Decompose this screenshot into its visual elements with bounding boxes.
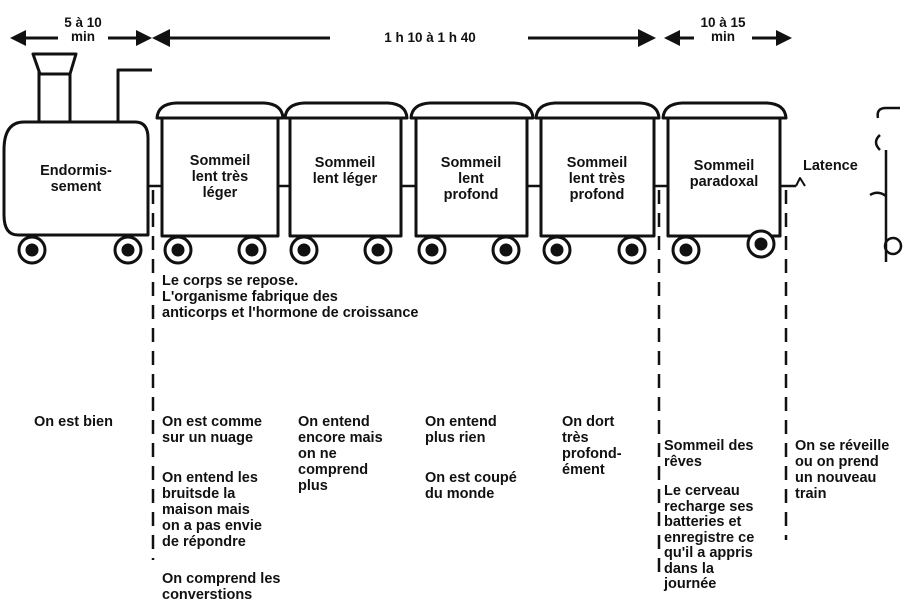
car-label-lent-tres-profond: Sommeil lent très profond: [543, 155, 651, 203]
desc-paradoxal-1: Sommeil des rêves: [664, 438, 753, 470]
car-label-lent-profond: Sommeil lent profond: [418, 155, 524, 203]
desc-lent-profond-2: On est coupé du monde: [425, 470, 517, 502]
desc-endormissement: On est bien: [34, 414, 113, 430]
duration-label-lent: 1 h 10 à 1 h 40: [340, 31, 520, 45]
desc-lent-leger: On entend encore mais on ne comprend plu…: [298, 414, 383, 494]
car-label-paradoxal: Sommeil paradoxal: [670, 158, 778, 190]
desc-lent-profond-1: On entend plus rien: [425, 414, 497, 446]
car-label-latence: Latence: [803, 158, 858, 174]
next-train-outline: [870, 108, 901, 262]
desc-lent-tres-leger-2: On entend les bruitsde la maison mais on…: [162, 470, 262, 550]
locomotive: [4, 54, 152, 235]
desc-latence: On se réveille ou on prend un nouveau tr…: [795, 438, 889, 502]
car-label-endormissement: Endormis- sement: [20, 163, 132, 195]
desc-lent-tres-profond: On dort très profond- ément: [562, 414, 622, 478]
desc-lent-tres-leger-3: On comprend les converstions: [162, 571, 280, 603]
car-label-lent-leger: Sommeil lent léger: [292, 155, 398, 187]
body-rest-note: Le corps se repose. L'organisme fabrique…: [162, 273, 418, 321]
desc-paradoxal-2: Le cerveau recharge ses batteries et enr…: [664, 484, 754, 593]
duration-label-paradoxal: 10 à 15 min: [694, 16, 752, 44]
desc-lent-tres-leger-1: On est comme sur un nuage: [162, 414, 262, 446]
car-label-lent-tres-leger: Sommeil lent très léger: [166, 153, 274, 201]
duration-label-endormissement: 5 à 10 min: [58, 16, 108, 44]
